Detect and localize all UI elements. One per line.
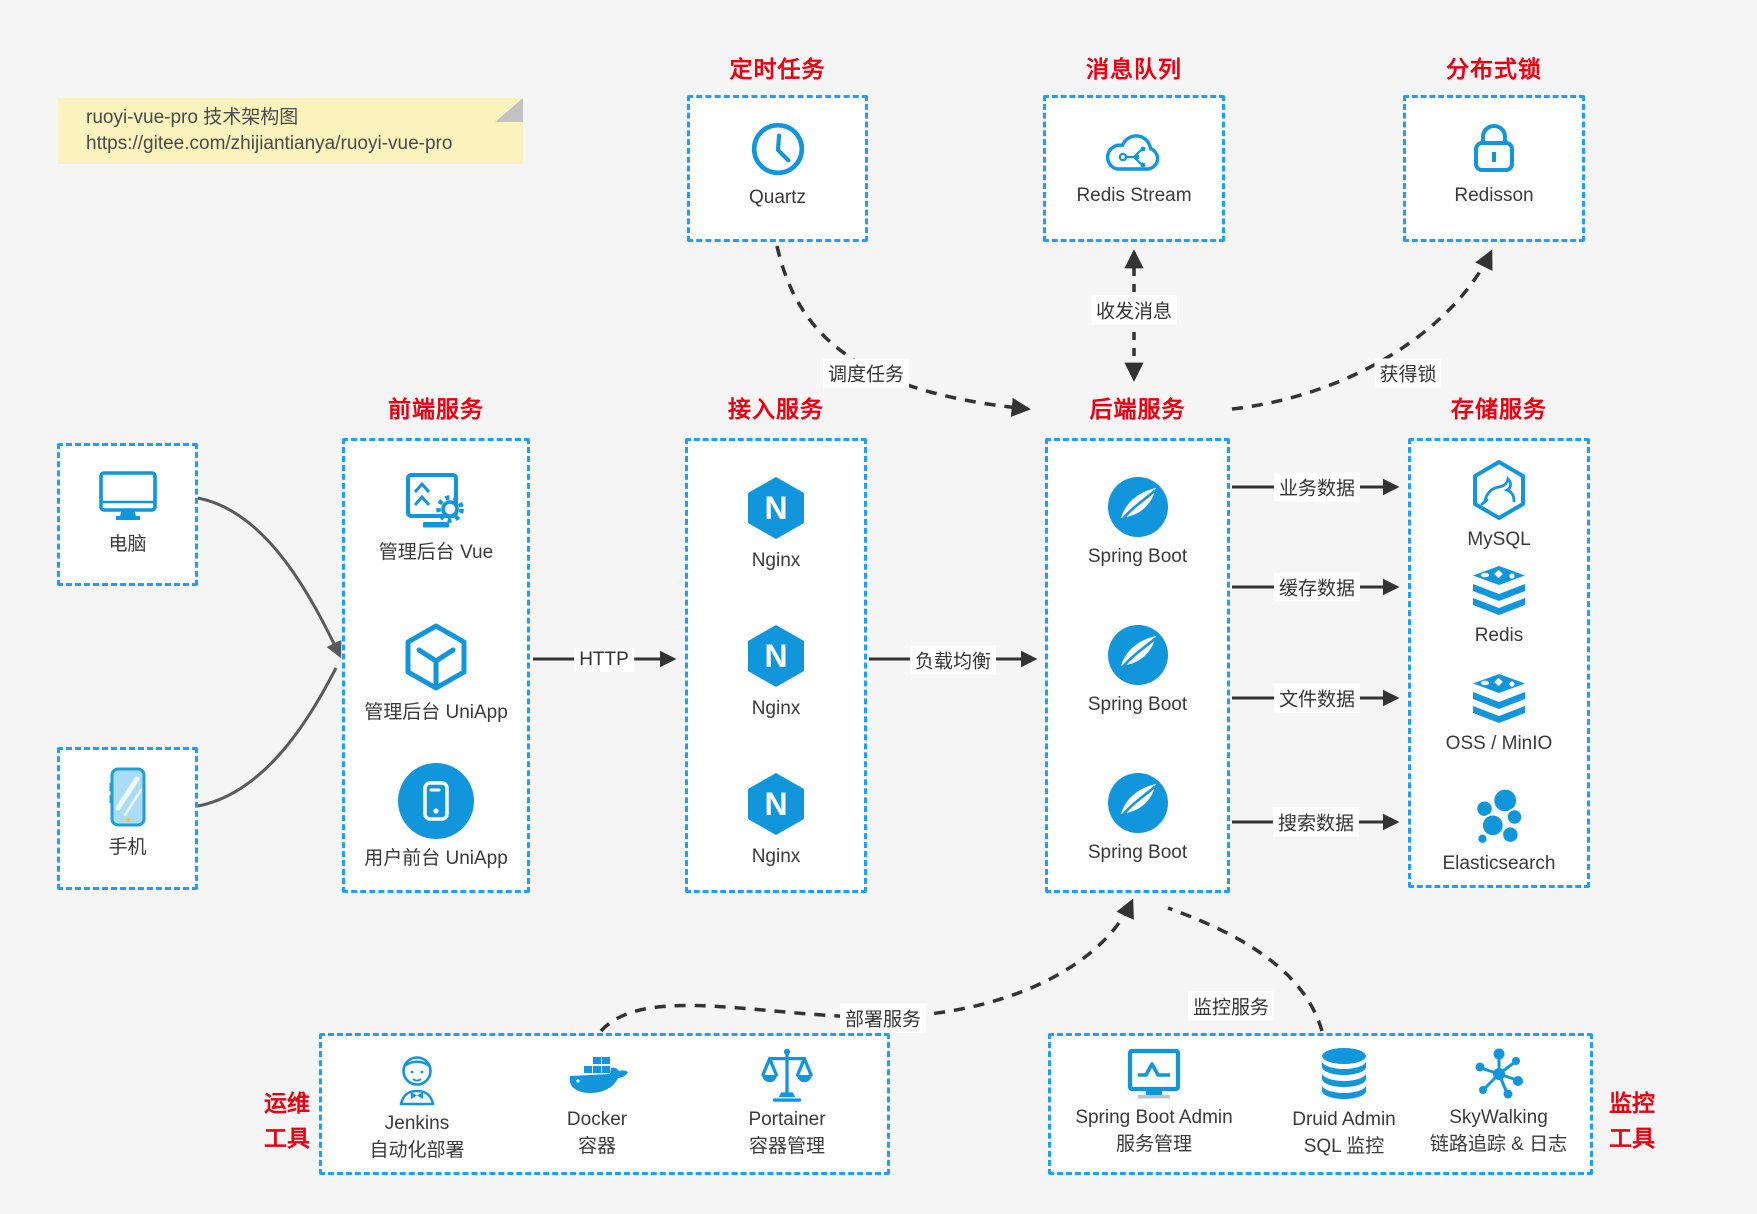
mysql-hexagon-icon	[1473, 460, 1525, 520]
nginx-hexagon-icon: N	[748, 477, 804, 539]
box-gateway: N Nginx N Nginx N Nginx	[685, 438, 867, 893]
node-label-redis: Redis	[1474, 625, 1524, 646]
elastic-cluster-icon	[1475, 787, 1524, 845]
node-label-quartz: Quartz	[748, 187, 807, 208]
clock-icon	[751, 122, 804, 176]
svg-text:N: N	[764, 638, 787, 674]
node-label-springboot-1: Spring Boot	[1087, 546, 1188, 567]
node-label-springboot-2: Spring Boot	[1087, 694, 1188, 715]
edge-label-business-data: 业务数据	[1273, 472, 1361, 502]
box-backend: Spring Boot Spring Boot Spring Boot	[1045, 438, 1230, 893]
title-message-queue: 消息队列	[1086, 56, 1182, 82]
box-frontend: 管理后台 Vue 管理后台 UniApp 用户前台 UniApp	[342, 438, 530, 893]
spring-leaf-icon	[1107, 477, 1168, 537]
edge-acquire-lock	[1231, 249, 1493, 411]
edge-phone-frontend	[197, 667, 338, 808]
edge-label-cache-data: 缓存数据	[1273, 572, 1361, 602]
redis-stack-icon	[1473, 674, 1525, 723]
node-label-user-uniapp: 用户前台 UniApp	[364, 848, 508, 869]
redis-stack-icon	[1473, 566, 1525, 615]
node-label-nginx-2: Nginx	[751, 698, 801, 719]
box-computer: 电脑	[57, 443, 198, 586]
title-backend: 后端服务	[1089, 396, 1186, 422]
box-scheduled-tasks: Quartz	[687, 95, 868, 242]
node-label-redisson: Redisson	[1454, 185, 1534, 206]
edge-label-file-data: 文件数据	[1273, 683, 1361, 713]
node-desc-portainer: 容器管理	[748, 1136, 825, 1157]
node-desc-spring-boot-admin: 服务管理	[1115, 1134, 1192, 1155]
edge-label-schedule-task: 调度任务	[822, 358, 910, 388]
box-message-queue: Redis Stream	[1043, 95, 1225, 242]
edge-label-send-receive-msg: 收发消息	[1090, 295, 1178, 325]
node-label-docker: Docker	[566, 1109, 628, 1130]
spring-leaf-icon	[1107, 625, 1168, 685]
edge-label-acquire-lock: 获得锁	[1374, 358, 1442, 388]
edge-monitor-service	[1167, 906, 1324, 1032]
sticky-note: ruoyi-vue-pro 技术架构图 https://gitee.com/zh…	[58, 98, 523, 164]
node-label-druid-admin: Druid Admin	[1292, 1109, 1396, 1130]
note-url: https://gitee.com/zhijiantianya/ruoyi-vu…	[86, 133, 453, 154]
monitor-gear-icon	[406, 473, 464, 528]
title-frontend: 前端服务	[388, 396, 484, 422]
box-phone: 手机	[57, 747, 198, 890]
box-distributed-lock: Redisson	[1403, 95, 1585, 242]
node-desc-jenkins: 自动化部署	[369, 1140, 465, 1161]
box-ops-tools: Jenkins 自动化部署 Docker 容器	[319, 1033, 890, 1175]
edge-label-http: HTTP	[574, 648, 634, 672]
node-desc-skywalking: 链路追踪 & 日志	[1429, 1134, 1568, 1155]
title-ops-tools: 运维 工具	[264, 1090, 310, 1151]
smartphone-icon	[109, 767, 145, 827]
node-label-oss-minio: OSS / MinIO	[1445, 733, 1553, 754]
title-storage: 存储服务	[1451, 396, 1547, 422]
jenkins-butler-icon	[399, 1056, 435, 1106]
lock-icon	[1474, 124, 1514, 172]
node-label-springboot-3: Spring Boot	[1087, 842, 1188, 863]
edge-label-search-data: 搜索数据	[1272, 807, 1360, 837]
cube-icon	[405, 623, 467, 691]
cloud-network-icon	[1105, 134, 1160, 171]
node-label-nginx-1: Nginx	[751, 550, 801, 571]
node-label-phone: 手机	[108, 837, 147, 858]
node-label-redis-stream: Redis Stream	[1076, 185, 1192, 206]
node-label-admin-uniapp: 管理后台 UniApp	[364, 702, 508, 723]
phone-circle-icon	[398, 763, 474, 839]
node-label-mysql: MySQL	[1467, 529, 1531, 550]
node-label-computer: 电脑	[108, 534, 147, 555]
title-distributed-lock: 分布式锁	[1446, 56, 1542, 82]
monitor-pulse-icon	[1127, 1048, 1181, 1099]
node-label-skywalking: SkyWalking	[1449, 1107, 1548, 1128]
edge-label-deploy-service: 部署服务	[839, 1003, 927, 1033]
svg-text:N: N	[764, 490, 787, 526]
note-fold-corner	[495, 98, 523, 122]
nginx-hexagon-icon: N	[748, 625, 804, 687]
node-label-admin-vue: 管理后台 Vue	[378, 542, 494, 563]
title-scheduled-tasks: 定时任务	[729, 56, 826, 82]
desktop-icon	[98, 471, 157, 520]
database-icon	[1322, 1048, 1366, 1099]
node-desc-docker: 容器	[577, 1136, 616, 1157]
node-label-nginx-3: Nginx	[751, 846, 801, 867]
scales-icon	[761, 1048, 813, 1102]
edge-label-monitor-service: 监控服务	[1187, 991, 1275, 1021]
box-storage: MySQL Redis	[1408, 438, 1590, 888]
docker-whale-icon	[569, 1057, 628, 1093]
svg-text:N: N	[764, 786, 787, 822]
note-title: ruoyi-vue-pro 技术架构图	[86, 107, 299, 128]
node-label-elasticsearch: Elasticsearch	[1442, 853, 1556, 874]
box-monitoring-tools: Spring Boot Admin 服务管理 Druid Admin SQL 监…	[1048, 1033, 1593, 1175]
spring-leaf-icon	[1107, 773, 1168, 833]
node-label-spring-boot-admin: Spring Boot Admin	[1075, 1107, 1233, 1128]
node-label-jenkins: Jenkins	[384, 1113, 450, 1134]
title-gateway: 接入服务	[728, 396, 824, 422]
edge-computer-frontend	[197, 496, 342, 659]
title-monitoring-tools: 监控 工具	[1609, 1090, 1655, 1151]
hub-spokes-icon	[1475, 1048, 1523, 1099]
edge-schedule-task	[775, 245, 1031, 417]
nginx-hexagon-icon: N	[748, 773, 804, 835]
edge-label-load-balance: 负载均衡	[909, 645, 997, 675]
node-desc-druid-admin: SQL 监控	[1303, 1136, 1385, 1157]
node-label-portainer: Portainer	[748, 1109, 826, 1130]
